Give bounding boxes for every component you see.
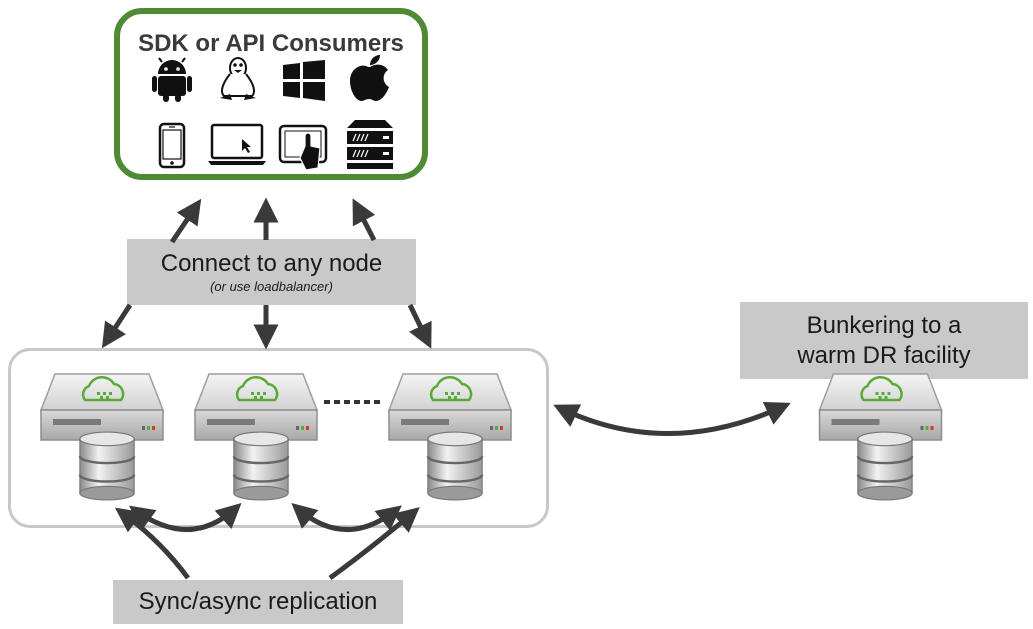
cluster-node-2-disk xyxy=(232,430,290,502)
cluster-node-1-disk xyxy=(78,430,136,502)
connect-title: Connect to any node xyxy=(160,250,383,277)
cluster-node-3-server xyxy=(387,372,513,442)
bunker-line2: warm DR facility xyxy=(797,342,971,369)
dr-node-server xyxy=(818,372,943,442)
cluster-node-3-disk xyxy=(426,430,484,502)
connect-arrows xyxy=(101,197,432,350)
cluster-node-1-server xyxy=(39,372,165,442)
apple-icon xyxy=(350,55,389,101)
replication-arrows xyxy=(114,502,420,581)
replication-label-box: Sync/async replication xyxy=(113,580,403,624)
connect-subtitle: (or use loadbalancer) xyxy=(210,279,333,294)
cluster-node-2-server xyxy=(193,372,319,442)
android-icon xyxy=(152,57,192,102)
windows-icon xyxy=(283,60,325,101)
bunkering-arrow xyxy=(553,402,791,436)
laptop-icon xyxy=(208,123,266,165)
phone-icon xyxy=(158,122,186,169)
consumers-title: SDK or API Consumers xyxy=(138,30,404,57)
server-rack-icon xyxy=(347,120,393,169)
dr-node-disk xyxy=(856,430,914,502)
bunker-line1: Bunkering to a xyxy=(806,312,962,339)
tablet-icon xyxy=(278,124,328,171)
linux-icon xyxy=(220,57,256,100)
replication-label: Sync/async replication xyxy=(138,588,378,615)
connect-label-box: Connect to any node (or use loadbalancer… xyxy=(127,239,416,305)
bunker-label-box: Bunkering to a warm DR facility xyxy=(740,302,1028,379)
